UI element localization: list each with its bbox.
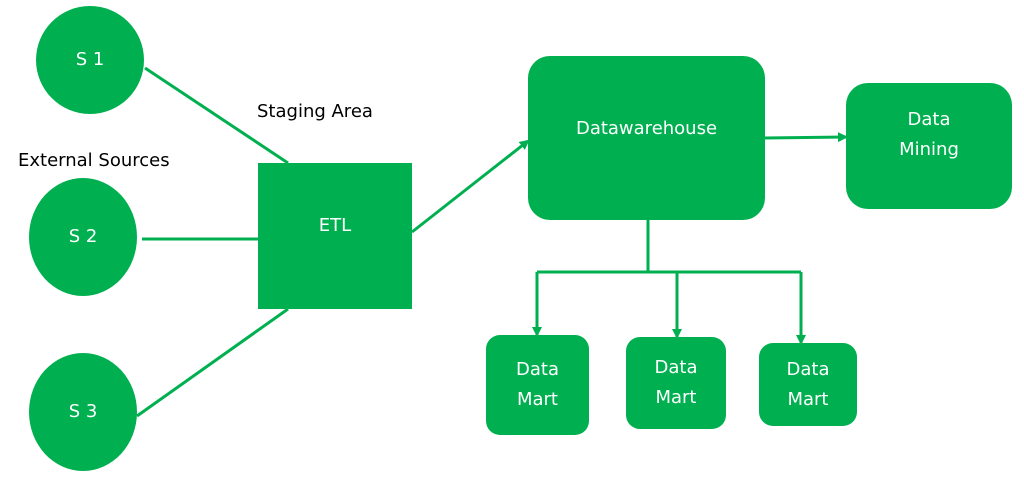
data-mart-1-label: Data Mart [516,359,559,410]
source-s3-label: S 3 [68,401,98,422]
data-mart-2-node: Data Mart [626,337,726,429]
data-mining-label: Data Mining [899,109,959,160]
source-s1-node: S 1 [36,6,144,114]
source-s1-label: S 1 [75,49,105,70]
etl-label: ETL [318,215,352,236]
data-mart-3-node: Data Mart [759,343,857,426]
source-s2-label: S 2 [68,226,98,247]
source-s3-node: S 3 [29,353,137,471]
etl-to-datawarehouse-arrow [411,139,530,234]
staging-area-label: Staging Area [257,101,373,122]
data-mining-node: Data Mining [846,83,1012,209]
data-mart-3-label: Data Mart [786,358,830,410]
s1-to-etl-connector [144,66,289,165]
s3-to-etl-connector [136,307,289,418]
data-mart-1-node: Data Mart [486,335,589,435]
datawarehouse-node: Datawarehouse [528,56,765,220]
datawarehouse-to-data-mining-arrow [764,132,848,143]
source-s2-node: S 2 [29,178,137,296]
external-sources-label: External Sources [18,150,170,171]
data-mart-2-label: Data Mart [654,357,698,408]
datawarehouse-label: Datawarehouse [575,118,718,139]
etl-node: ETL [258,163,412,309]
